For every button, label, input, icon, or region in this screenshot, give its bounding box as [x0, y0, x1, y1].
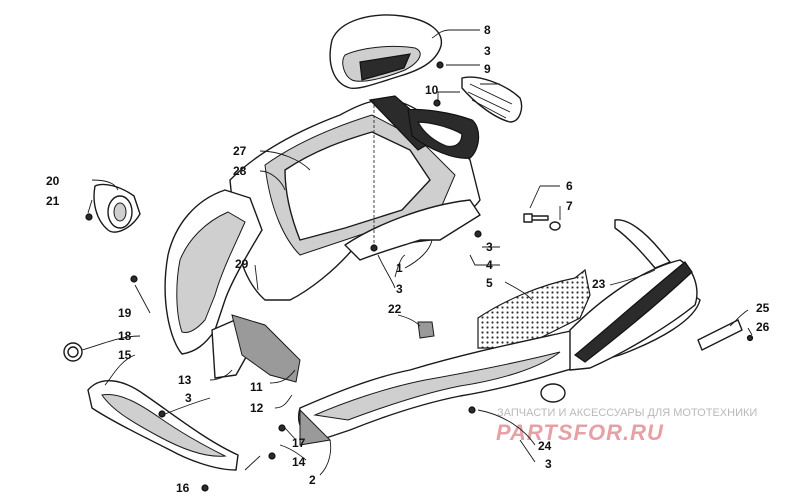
part-right-side-panel: [569, 219, 698, 371]
callout-23: 23: [592, 277, 606, 291]
part-inner-panel-right: [231, 314, 301, 383]
part-washer: [549, 221, 561, 231]
part-belly-pan-upper: [344, 199, 481, 261]
callout-21: 21: [46, 194, 60, 208]
callout-9: 9: [484, 62, 491, 76]
watermark: ЗАПЧАСТИ И АКСЕССУАРЫ ДЛЯ МОТОТЕХНИКИ PA…: [496, 407, 757, 445]
callout-29: 29: [235, 257, 249, 271]
callout-3-bottom: 3: [545, 457, 552, 471]
callout-6: 6: [566, 179, 573, 193]
callout-2: 2: [309, 473, 316, 487]
callout-4: 4: [486, 258, 493, 272]
part-ring: [63, 342, 83, 362]
part-left-side-panel: [164, 189, 263, 355]
callout-26: 26: [756, 320, 770, 334]
part-front-nose: [87, 380, 239, 471]
callout-24: 24: [538, 439, 552, 453]
callout-16: 16: [176, 481, 190, 495]
callout-7: 7: [566, 199, 573, 213]
part-hood-panel: [229, 95, 481, 301]
callout-20: 20: [46, 174, 60, 188]
part-mesh-panel: [477, 268, 591, 349]
callout-3-right: 3: [486, 240, 493, 254]
callout-14: 14: [292, 455, 306, 469]
callout-15: 15: [118, 348, 132, 362]
part-trim-strip: [697, 319, 743, 351]
callout-8: 8: [484, 23, 491, 37]
part-dash-trim: [407, 108, 480, 159]
callout-11: 11: [250, 380, 263, 394]
callout-27: 27: [233, 144, 247, 158]
part-vent-grille: [461, 76, 523, 123]
callout-3-center: 3: [396, 282, 403, 296]
callout-labels: 8 3 9 10 27 28 20 21 29 1 3 3 4 5 6 7 23…: [46, 23, 770, 495]
callout-10: 10: [425, 83, 439, 97]
part-oval-cap: [540, 383, 566, 403]
callout-18: 18: [118, 329, 132, 343]
callout-13: 13: [178, 373, 192, 387]
callout-12: 12: [250, 401, 264, 415]
callout-3-left: 3: [185, 391, 192, 405]
part-bolt: [523, 213, 549, 223]
callout-5: 5: [486, 276, 493, 290]
part-clip: [417, 321, 435, 339]
callout-22: 22: [388, 302, 402, 316]
callout-25: 25: [756, 301, 770, 315]
part-intake-boot: [93, 183, 141, 233]
leader-lines: [81, 29, 753, 476]
part-upper-console-cover: [329, 14, 443, 90]
watermark-tagline: ЗАПЧАСТИ И АКСЕССУАРЫ ДЛЯ МОТОТЕХНИКИ: [497, 407, 757, 419]
callout-19: 19: [118, 306, 132, 320]
callout-17: 17: [292, 436, 306, 450]
callout-28: 28: [233, 164, 247, 178]
callout-1: 1: [396, 261, 403, 275]
callout-3: 3: [484, 44, 491, 58]
